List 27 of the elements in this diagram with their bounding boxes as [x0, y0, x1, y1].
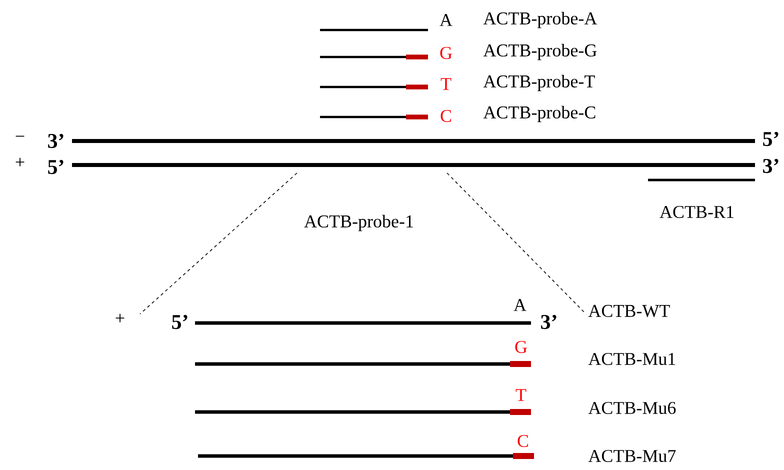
- base-letter: T: [516, 389, 526, 401]
- base-letter: G: [440, 46, 452, 60]
- strand-sign: +: [16, 158, 24, 166]
- strand-sign: −: [16, 136, 24, 137]
- base-letter: A: [440, 14, 452, 26]
- base-letter: G: [515, 340, 527, 354]
- base-letter: A: [514, 299, 526, 311]
- strand-end-label: 5’: [48, 160, 64, 174]
- strand-end-label: 3’: [48, 134, 64, 148]
- base-letter: T: [440, 78, 452, 90]
- template-name: ACTB-Mu1: [588, 352, 676, 366]
- probe-name: ACTB-probe-G: [483, 44, 597, 60]
- probe-name: ACTB-probe-1: [304, 214, 413, 232]
- strand-end-label: 5’: [172, 314, 188, 330]
- strand-end-label: 3’: [541, 314, 556, 330]
- base-letter: C: [440, 110, 451, 122]
- probe-name: ACTB-probe-A: [483, 12, 598, 28]
- strand-sign: +: [116, 314, 124, 322]
- template-name: ACTB-WT: [588, 304, 670, 318]
- template-name: ACTB-Mu6: [588, 402, 676, 414]
- probe-name: ACTB-probe-C: [483, 106, 596, 122]
- strand-end-label: 5’: [763, 132, 778, 146]
- primer-name: ACTB-R1: [660, 206, 734, 218]
- base-letter: C: [518, 434, 528, 448]
- template-name: ACTB-Mu7: [588, 450, 676, 462]
- strand-end-label: 3’: [763, 158, 778, 174]
- probe-name: ACTB-probe-T: [483, 74, 595, 92]
